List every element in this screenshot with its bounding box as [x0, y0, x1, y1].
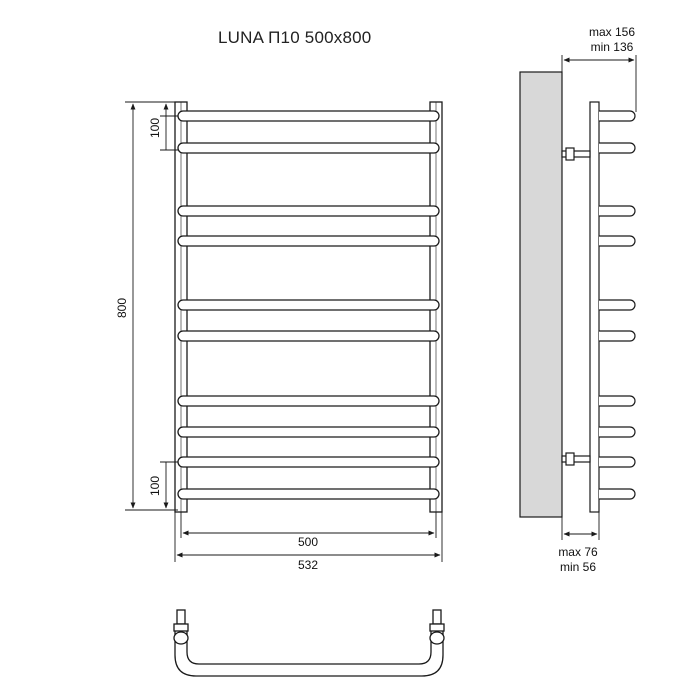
- crossbar-9: [177, 456, 440, 468]
- wall-bracket-top: [561, 147, 591, 161]
- side-crossbars: [599, 110, 636, 500]
- side-view: [519, 71, 636, 518]
- side-crossbar-9: [599, 456, 636, 468]
- depth-top-min-label: min 136: [591, 40, 634, 54]
- side-crossbar-6: [599, 330, 636, 342]
- u-tube-inner: [186, 625, 432, 665]
- side-crossbar-2: [599, 142, 636, 154]
- u-tube-outer: [174, 625, 444, 677]
- crossbar-2: [177, 142, 440, 154]
- depth-bottom-max-label: max 76: [558, 545, 598, 559]
- side-crossbar-3: [599, 205, 636, 217]
- side-crossbar-7: [599, 395, 636, 407]
- crossbar-8: [177, 426, 440, 438]
- height-label: 800: [115, 298, 129, 318]
- side-crossbar-4: [599, 235, 636, 247]
- connector-right: [429, 609, 445, 645]
- crossbar-1: [177, 110, 440, 122]
- connector-left: [173, 609, 189, 645]
- top-view: [173, 609, 445, 677]
- outer-width-label: 532: [298, 558, 318, 572]
- inner-width-label: 500: [298, 535, 318, 549]
- crossbar-5: [177, 299, 440, 311]
- side-crossbar-8: [599, 426, 636, 438]
- depth-bottom-min-label: min 56: [560, 560, 596, 574]
- top-spacing-label: 100: [148, 118, 162, 138]
- crossbar-3: [177, 205, 440, 217]
- crossbars: [177, 110, 440, 500]
- wall: [519, 71, 563, 518]
- side-dimensions: [561, 55, 637, 540]
- depth-top-max-label: max 156: [589, 25, 635, 39]
- side-crossbar-10: [599, 488, 636, 500]
- front-dimensions: [125, 101, 443, 562]
- bottom-spacing-label: 100: [148, 476, 162, 496]
- side-crossbar-1: [599, 110, 636, 122]
- front-view: [174, 101, 443, 513]
- crossbar-6: [177, 330, 440, 342]
- drawing-title: LUNA П10 500х800: [218, 28, 372, 47]
- side-collector: [589, 101, 600, 513]
- crossbar-10: [177, 488, 440, 500]
- crossbar-4: [177, 235, 440, 247]
- side-crossbar-5: [599, 299, 636, 311]
- wall-bracket-bottom: [561, 452, 591, 466]
- crossbar-7: [177, 395, 440, 407]
